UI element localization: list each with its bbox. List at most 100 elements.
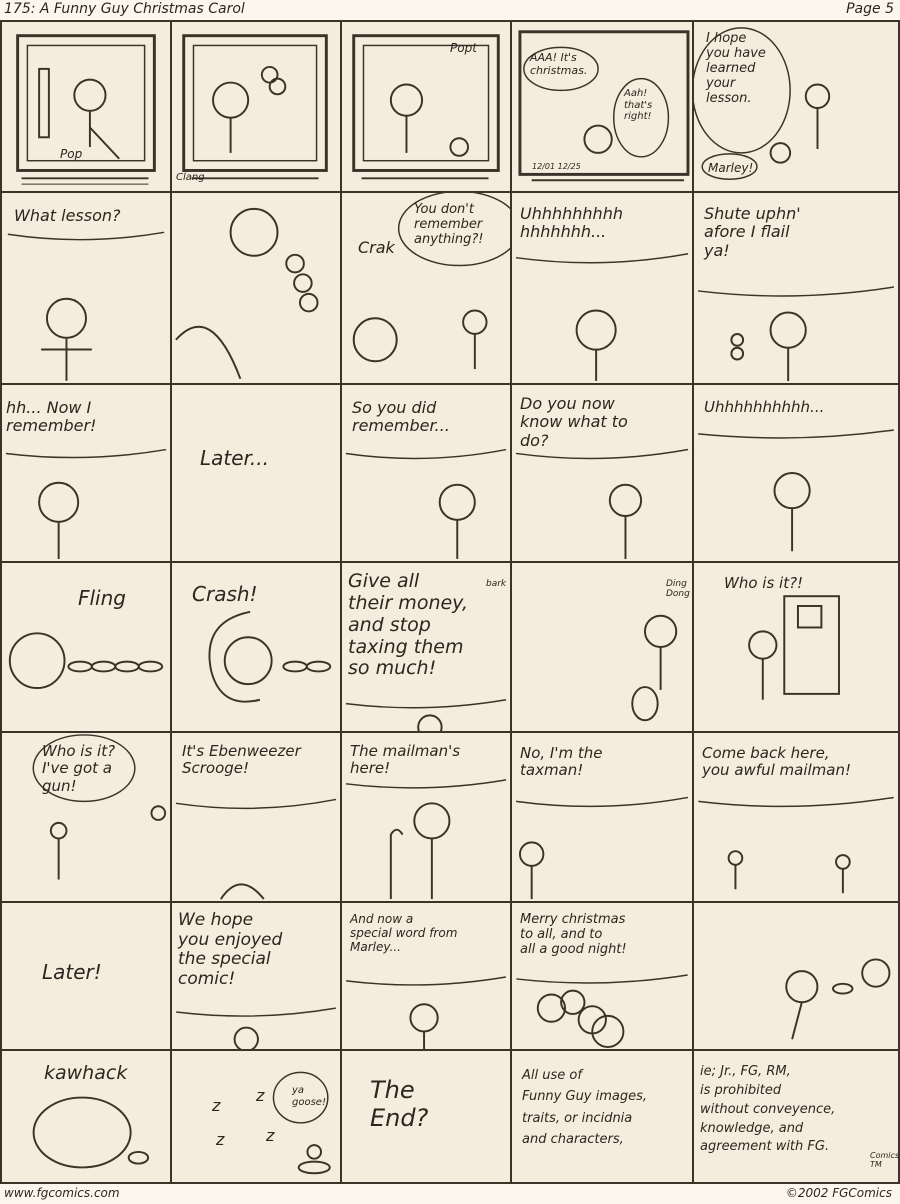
snore-z-4: z xyxy=(266,1126,275,1145)
page-footer: www.fgcomics.com ©2002 FGComics xyxy=(0,1184,900,1204)
framed-picture-drawing xyxy=(518,30,690,182)
panel-r1-p4: AAA! It's christmas. Aah! that's right! … xyxy=(510,20,694,193)
panel-r6-p2: We hope you enjoyed the special comic! xyxy=(170,901,342,1051)
panel-r1-p2: Clang xyxy=(170,20,342,193)
comic-grid: Pop Clang Popt xyxy=(0,20,900,1184)
page-header: 175: A Funny Guy Christmas Carol Page 5 xyxy=(0,0,900,20)
panel-r2-p2 xyxy=(170,191,342,385)
dialogue-ebenweezer: It's Ebenweezer Scrooge! xyxy=(182,742,301,778)
panel-r6-p1: Later! xyxy=(0,901,172,1051)
sfx-ding-dong: Ding Dong xyxy=(666,579,690,600)
panel-r3-p5: Uhhhhhhhhhh... xyxy=(692,383,900,563)
dialogue-special-word: And now a special word from Marley... xyxy=(350,912,458,954)
caption-later-exclaim: Later! xyxy=(42,960,102,984)
panel-r1-p1: Pop xyxy=(0,20,172,193)
flail-flying-drawing xyxy=(8,632,164,689)
group-figures-drawing xyxy=(516,974,688,1049)
stick-figure-drawing xyxy=(176,1007,336,1049)
crash-drawing xyxy=(208,610,332,703)
stick-figure-drawing xyxy=(515,796,689,900)
marley-ghost-drawing xyxy=(694,27,831,181)
panel-r7-p5: ie; Jr., FG, RM, is prohibited without c… xyxy=(692,1049,900,1184)
sleeping-scene-drawing xyxy=(272,1071,331,1175)
speech-bubble-who-is-it: Who is it?! xyxy=(724,574,804,592)
marley-figure-drawing xyxy=(345,448,507,559)
panel-r4-p2: Crash! xyxy=(170,561,342,733)
speech-bubble-christmas: AAA! It's christmas. xyxy=(530,51,588,77)
calendar-dates: 12/01 12/25 xyxy=(532,162,581,171)
dialogue-uhhh: Uhhhhhhhhh hhhhhhh... xyxy=(520,204,623,242)
marley-figure-drawing xyxy=(345,699,507,731)
panel-r2-p4: Uhhhhhhhhh hhhhhhh... xyxy=(510,191,694,385)
comics-tm: Comics TM xyxy=(870,1151,900,1170)
panel-r1-p5: I hope you have learned your lesson. Mar… xyxy=(692,20,900,193)
panel-r7-p1: kawhack xyxy=(0,1049,172,1184)
dialogue-we-hope: We hope you enjoyed the special comic! xyxy=(178,910,283,989)
marley-swing-drawing xyxy=(785,958,891,1040)
stick-figure-drawing xyxy=(698,429,894,552)
door-drawing xyxy=(748,595,840,700)
speech-bubble-thats-right: Aah! that's right! xyxy=(624,88,653,122)
speech-bubble-who-is-it-gun: Who is it? I've got a gun! xyxy=(42,742,116,795)
dialogue-so-you-did: So you did remember... xyxy=(352,398,450,436)
dialogue-merry-christmas: Merry christmas to all, and to all a goo… xyxy=(520,912,627,957)
comic-title: 175: A Funny Guy Christmas Carol xyxy=(4,1,245,17)
panel-r4-p5: Who is it?! xyxy=(692,561,900,733)
dialogue-what-lesson: What lesson? xyxy=(14,206,121,225)
speech-bubble-lesson: I hope you have learned your lesson. xyxy=(706,31,766,106)
marley-flail-drawing xyxy=(697,286,895,382)
sfx-crak: Crak xyxy=(358,238,395,257)
panel-r5-p1: Who is it? I've got a gun! xyxy=(0,731,172,903)
panel-r5-p4: No, I'm the taxman! xyxy=(510,731,694,903)
panel-r5-p3: The mailman's here! xyxy=(340,731,512,903)
panel-r7-p4: All use of Funny Guy images, traits, or … xyxy=(510,1049,694,1184)
speech-bubble-marley: Marley! xyxy=(708,161,754,175)
speech-bubble-dont-remember: You don't remember anything?! xyxy=(414,202,484,247)
legal-notice-part1: All use of Funny Guy images, traits, or … xyxy=(522,1068,648,1148)
framed-picture-drawing xyxy=(16,34,156,185)
sfx-bark: bark xyxy=(486,579,507,589)
panel-r7-p3: The End? xyxy=(340,1049,512,1184)
marley-figure-drawing xyxy=(346,976,506,1049)
stick-figure-drawing xyxy=(175,798,337,900)
copyright: ©2002 FGComics xyxy=(785,1186,892,1200)
sfx-clang: Clang xyxy=(176,172,205,183)
dialogue-now-i-remember: hh... Now I remember! xyxy=(6,398,97,436)
dialogue-mailman-here: The mailman's here! xyxy=(350,742,461,778)
dialogue-im-the-taxman: No, I'm the taxman! xyxy=(520,744,603,780)
panel-r3-p1: hh... Now I remember! xyxy=(0,383,172,563)
spiked-ball-drawing xyxy=(32,1096,150,1169)
sfx-popt: Popt xyxy=(450,41,477,55)
marley-figure-drawing xyxy=(515,448,689,560)
sfx-crash: Crash! xyxy=(192,582,258,606)
dialogue-uhhh-2: Uhhhhhhhhhh... xyxy=(704,398,825,416)
snore-z-1: z xyxy=(212,1096,221,1115)
panel-r6-p4: Merry christmas to all, and to all a goo… xyxy=(510,901,694,1051)
mailman-figure-drawing xyxy=(345,779,507,900)
caption-the-end: The End? xyxy=(370,1076,429,1132)
stick-figure-drawing xyxy=(515,253,689,381)
stick-figure-drawing xyxy=(5,448,167,559)
dialogue-give-all-money: Give all their money, and stop taxing th… xyxy=(348,570,468,680)
panel-r1-p3: Popt xyxy=(340,20,512,193)
stick-figure-drawing xyxy=(32,734,167,880)
panel-r4-p3: Give all their money, and stop taxing th… xyxy=(340,561,512,733)
snore-z-2: z xyxy=(256,1086,265,1105)
panel-r6-p3: And now a special word from Marley... xyxy=(340,901,512,1051)
caption-later: Later... xyxy=(200,446,270,470)
page-number: Page 5 xyxy=(846,1,894,17)
legal-notice-part2: ie; Jr., FG, RM, is prohibited without c… xyxy=(700,1064,836,1155)
dialogue-do-you-know: Do you now know what to do? xyxy=(520,394,628,450)
mailman-figure-drawing xyxy=(631,614,678,722)
snore-z-3: z xyxy=(216,1130,225,1149)
spiked-ball-drawing xyxy=(175,207,319,380)
panel-r6-p5 xyxy=(692,901,900,1051)
framed-picture-drawing xyxy=(182,34,328,180)
panel-r2-p5: Shute uphn' afore I flail ya! xyxy=(692,191,900,385)
sfx-pop: Pop xyxy=(60,147,83,161)
sfx-fling: Fling xyxy=(78,586,126,610)
framed-picture-drawing xyxy=(352,34,500,180)
panel-r4-p4: Ding Dong xyxy=(510,561,694,733)
panel-r5-p2: It's Ebenweezer Scrooge! xyxy=(170,731,342,903)
site-url[interactable]: www.fgcomics.com xyxy=(4,1186,120,1200)
